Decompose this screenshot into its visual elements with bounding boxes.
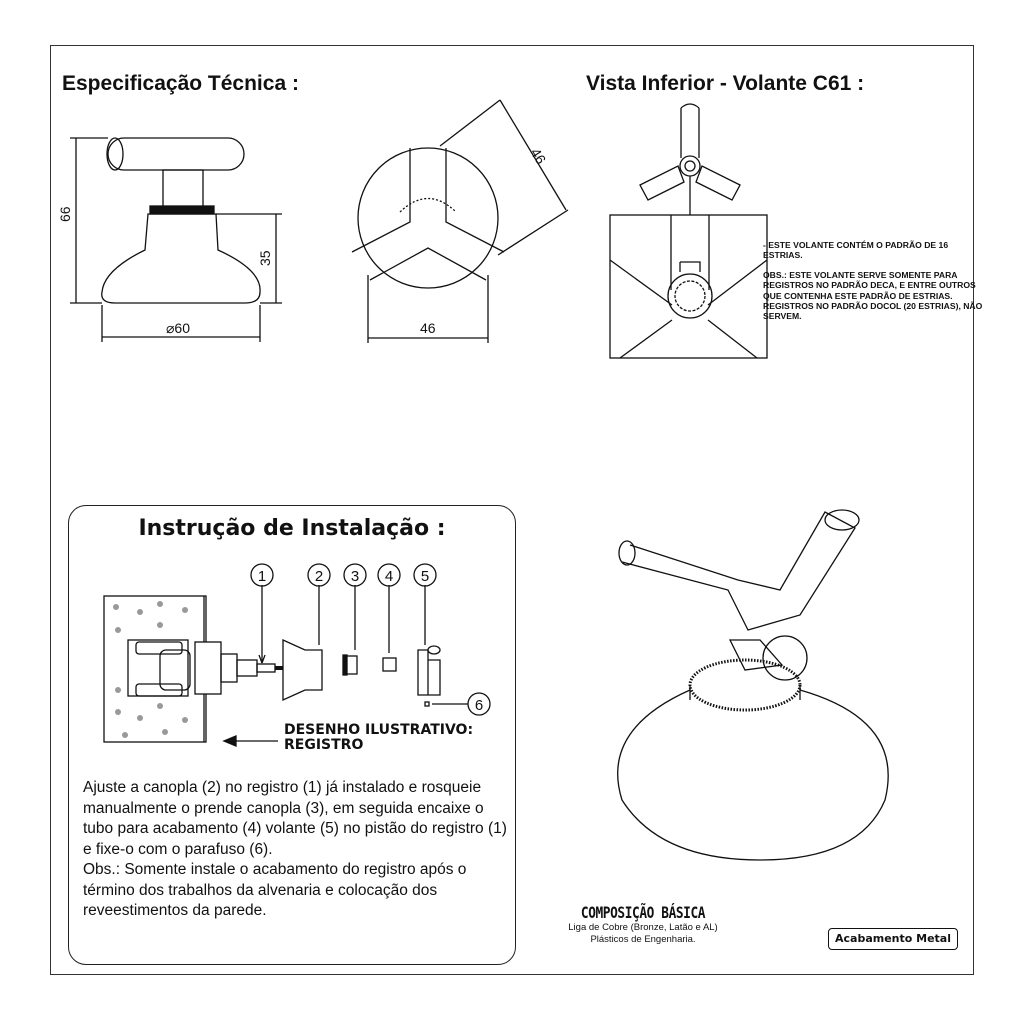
part-label-5: 5 — [421, 568, 429, 585]
dim-46-diag: 46 — [527, 145, 549, 167]
dim-46-bottom: 46 — [420, 320, 436, 336]
finish-badge: Acabamento Metal — [828, 928, 958, 950]
install-title: Instrução de Instalação : — [138, 516, 446, 541]
dim-35: 35 — [257, 250, 273, 266]
bottom-view-drawing — [609, 103, 768, 359]
part-label-6: 6 — [475, 697, 483, 714]
side-view-drawing: 66 35 ⌀60 — [57, 137, 282, 342]
drawing-label-line1: DESENHO ILUSTRATIVO: — [284, 722, 474, 738]
bottom-view-notes: - ESTE VOLANTE CONTÉM O PADRÃO DE 16 EST… — [763, 240, 983, 322]
composition-line-1: Liga de Cobre (Bronze, Latão e AL) — [568, 922, 718, 933]
note-16-estrias: - ESTE VOLANTE CONTÉM O PADRÃO DE 16 EST… — [763, 240, 949, 261]
dim-diameter: ⌀60 — [166, 320, 190, 336]
drawing-label-line2: REGISTRO — [284, 737, 364, 753]
document-frame — [50, 45, 974, 975]
install-obs: Obs.: Somente instale o acabamento do re… — [83, 861, 467, 919]
spec-title: Especificação Técnica : — [62, 72, 299, 95]
note-obs: OBS.: ESTE VOLANTE SERVE SOMENTE PARA RE… — [763, 269, 976, 301]
part-label-1: 1 — [258, 568, 266, 585]
install-drawing: 1 2 3 4 5 6 — [103, 563, 491, 747]
composition-title: COMPOSIÇÃO BÁSICA — [580, 903, 706, 922]
part-label-4: 4 — [385, 568, 393, 585]
dim-66: 66 — [57, 206, 73, 222]
installation-panel: Instrução de Instalação : DESENHO ILUSTR… — [68, 505, 516, 965]
install-steps: Ajuste a canopla (2) no registro (1) já … — [83, 779, 507, 858]
note-docol: REGISTROS NO PADRÃO DOCOL (20 ESTRIAS), … — [763, 301, 983, 322]
part-label-2: 2 — [315, 568, 323, 585]
install-instructions: Ajuste a canopla (2) no registro (1) já … — [83, 778, 513, 922]
top-view-drawing: 46 46 — [351, 99, 569, 343]
drawing-label: DESENHO ILUSTRATIVO: REGISTRO — [284, 723, 473, 753]
bottom-view-title: Vista Inferior - Volante C61 : — [586, 72, 865, 95]
composition-block: COMPOSIÇÃO BÁSICA Liga de Cobre (Bronze,… — [548, 903, 738, 946]
product-illustration — [617, 509, 889, 861]
part-label-3: 3 — [351, 568, 359, 585]
composition-line-2: Plásticos de Engenharia. — [590, 934, 696, 945]
